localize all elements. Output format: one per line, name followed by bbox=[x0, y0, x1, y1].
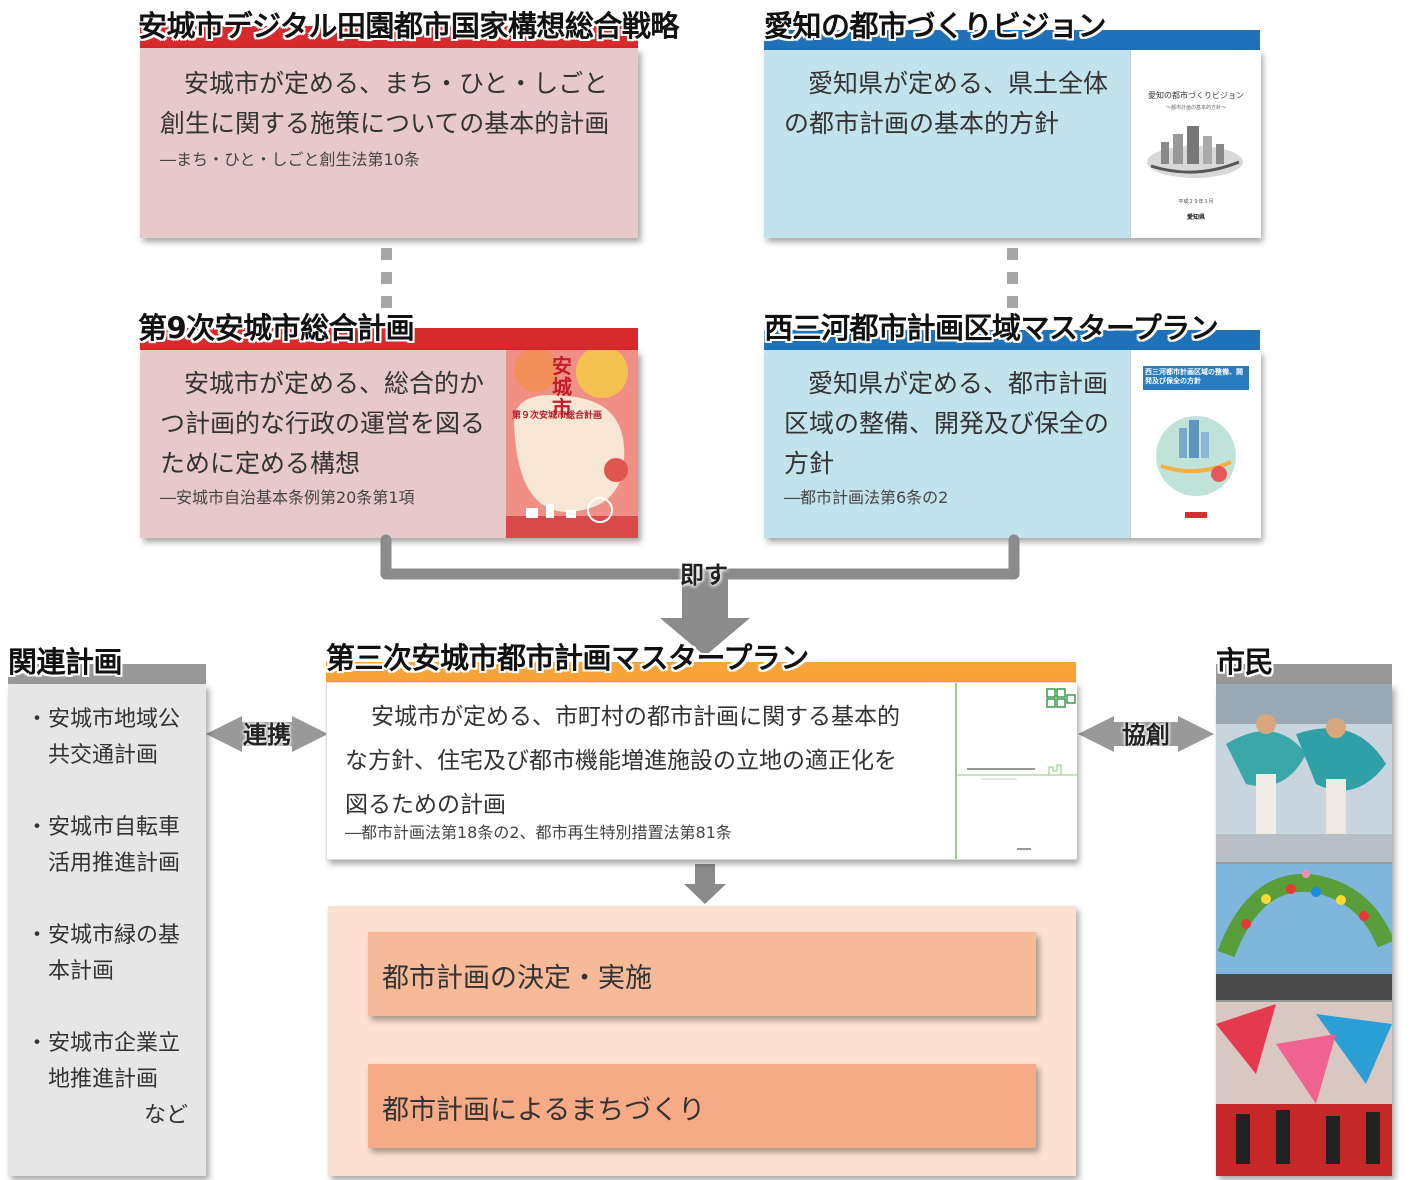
sogo-plan-law: ―安城市自治基本条例第20条第1項 bbox=[160, 488, 415, 507]
city-illustration-icon bbox=[1147, 126, 1243, 178]
master-plan-text-2: な方針、住宅及び都市機能増進施設の立地の適正化を bbox=[345, 748, 897, 774]
decision-box: 都市計画の決定・実施 bbox=[368, 932, 1036, 1016]
balloon-release-photo-icon bbox=[1216, 864, 1392, 1000]
sogo-plan-header-band bbox=[140, 328, 638, 350]
sogo-plan-text-3: ために定める構想 bbox=[160, 449, 361, 478]
nishimikawa-cover-image: 西三河都市計画区域の整備、開発及び保全の方針 bbox=[1130, 350, 1261, 538]
sogo-cover-art-icon bbox=[506, 350, 638, 538]
master-plan-text-3: 図るための計画 bbox=[345, 792, 506, 818]
related-plan-item-line: ・安城市企業立 bbox=[26, 1031, 181, 1056]
kyoso-label: 協創 bbox=[1122, 721, 1170, 749]
sogo-plan-text-1: 安城市が定める、総合的か bbox=[184, 369, 485, 398]
digital-strategy-text-2: 創生に関する施策についての基本的計画 bbox=[160, 109, 610, 138]
sogo-cover-city: 安城市 bbox=[552, 354, 572, 420]
nishimikawa-law: ―都市計画法第6条の2 bbox=[784, 488, 949, 507]
related-plan-item: ・安城市自転車 活用推進計画 bbox=[26, 810, 202, 882]
aichi-vision-text-2: の都市計画の基本的方針 bbox=[784, 109, 1060, 138]
nishimikawa-text-2: 区域の整備、開発及び保全の bbox=[784, 409, 1110, 438]
related-plans-box: ・安城市地域公 共交通計画 ・安城市自転車 活用推進計画 ・安城市緑の基 本計画… bbox=[8, 684, 206, 1176]
decision-label: 都市計画の決定・実施 bbox=[382, 963, 652, 994]
aichi-vision-text-1: 愛知県が定める、県土全体 bbox=[808, 69, 1109, 98]
digital-strategy-law: ―まち・ひと・しごと創生法第10条 bbox=[160, 150, 420, 169]
sogo-plan-text-2: つ計画的な行政の運営を図る bbox=[160, 409, 486, 438]
aichi-vision-header-band bbox=[764, 30, 1260, 50]
nishimikawa-cover-title: 西三河都市計画区域の整備、開発及び保全の方針 bbox=[1145, 368, 1243, 385]
related-plan-item-line: ・安城市自転車 bbox=[26, 815, 181, 840]
related-plan-item-line: ・安城市緑の基 bbox=[26, 923, 181, 948]
nishimikawa-header-band bbox=[764, 330, 1260, 350]
sogo-plan-cover-image: 安城市 第９次安城市総合計画 bbox=[506, 350, 638, 538]
sogo-plan-title: 第9次安城市総合計画 bbox=[138, 311, 415, 345]
nishimikawa-box: 愛知県が定める、都市計画 区域の整備、開発及び保全の 方針 ―都市計画法第6条の… bbox=[764, 350, 1261, 538]
aichi-vision-cover-title: 愛知の都市づくりビジョン bbox=[1148, 91, 1244, 100]
digital-strategy-box: 安城市が定める、まち・ひと・しごと 創生に関する施策についての基本的計画 ―まち… bbox=[140, 48, 638, 238]
aichi-vision-cover-date: 平成２９年３月 bbox=[1178, 199, 1214, 205]
citizens-photo-column bbox=[1216, 684, 1392, 1176]
related-plan-item: ・安城市緑の基 本計画 bbox=[26, 918, 202, 990]
sogo-plan-box: 安城市が定める、総合的か つ計画的な行政の運営を図る ために定める構想 ―安城市… bbox=[140, 350, 638, 538]
related-plan-item-line: 地推進計画 bbox=[48, 1067, 159, 1092]
master-plan-header-band bbox=[326, 662, 1076, 682]
sokusu-label: 即す bbox=[680, 561, 728, 589]
digital-strategy-title: 安城市デジタル田園都市国家構想総合戦略 bbox=[138, 9, 679, 43]
related-plan-item: ・安城市地域公 共交通計画 bbox=[26, 702, 202, 774]
master-plan-law: ―都市計画法第18条の2、都市再生特別措置法第81条 bbox=[345, 823, 732, 842]
sogo-cover-title: 第９次安城市総合計画 bbox=[512, 411, 603, 421]
master-plan-title: 第三次安城市都市計画マスタープラン bbox=[326, 641, 809, 675]
related-plan-item-line: 本計画 bbox=[48, 959, 115, 984]
master-plan-box: 安城市が定める、市町村の都市計画に関する基本的 な方針、住宅及び都市機能増進施設… bbox=[326, 682, 1077, 860]
aichi-vision-cover-publisher: 愛知県 bbox=[1186, 214, 1205, 221]
nishimikawa-text-1: 愛知県が定める、都市計画 bbox=[808, 369, 1109, 398]
machizukuri-box: 都市計画によるまちづくり bbox=[368, 1064, 1036, 1148]
digital-strategy-header-band bbox=[140, 26, 638, 48]
citizens-header-band bbox=[1216, 664, 1392, 684]
aichi-vision-title: 愛知の都市づくりビジョン bbox=[764, 9, 1107, 43]
related-plans-title: 関連計画 bbox=[8, 645, 123, 679]
related-plans-list: ・安城市地域公 共交通計画 ・安城市自転車 活用推進計画 ・安城市緑の基 本計画… bbox=[26, 702, 202, 1134]
nishimikawa-globe-icon bbox=[1156, 416, 1236, 518]
renkei-label: 連携 bbox=[243, 721, 291, 749]
related-plan-item-line: ・安城市地域公 bbox=[26, 707, 181, 732]
related-plan-item-line: 共交通計画 bbox=[48, 743, 159, 768]
nishimikawa-title: 西三河都市計画区域マスタープラン bbox=[764, 311, 1219, 345]
related-plan-etc: など bbox=[143, 1103, 188, 1128]
citizens-title: 市民 bbox=[1216, 645, 1274, 679]
parade-photo-icon bbox=[1216, 1002, 1392, 1176]
related-plan-item-line: 活用推進計画 bbox=[48, 851, 181, 876]
nishimikawa-text-3: 方針 bbox=[784, 449, 835, 478]
citizens-photos bbox=[1216, 684, 1392, 1176]
aichi-vision-cover-subtitle: 〜都市計画の基本的方針〜 bbox=[1165, 105, 1226, 111]
related-plans-header-band bbox=[8, 664, 206, 684]
master-plan-text-1: 安城市が定める、市町村の都市計画に関する基本的 bbox=[371, 704, 900, 730]
digital-strategy-text-1: 安城市が定める、まち・ひと・しごと bbox=[184, 69, 609, 98]
master-plan-cover-art-icon bbox=[957, 688, 1077, 850]
aichi-vision-box: 愛知県が定める、県土全体 の都市計画の基本的方針 愛知の都市づくりビジョン 〜都… bbox=[764, 50, 1261, 238]
machizukuri-label: 都市計画によるまちづくり bbox=[382, 1095, 706, 1126]
related-plan-item: ・安城市企業立 地推進計画 など bbox=[26, 1026, 202, 1134]
aichi-vision-cover-image: 愛知の都市づくりビジョン 〜都市計画の基本的方針〜 平成２９年３月 愛知県 bbox=[1130, 50, 1261, 238]
dance-festival-photo-icon bbox=[1216, 684, 1392, 862]
master-plan-cover-image bbox=[955, 683, 1077, 859]
